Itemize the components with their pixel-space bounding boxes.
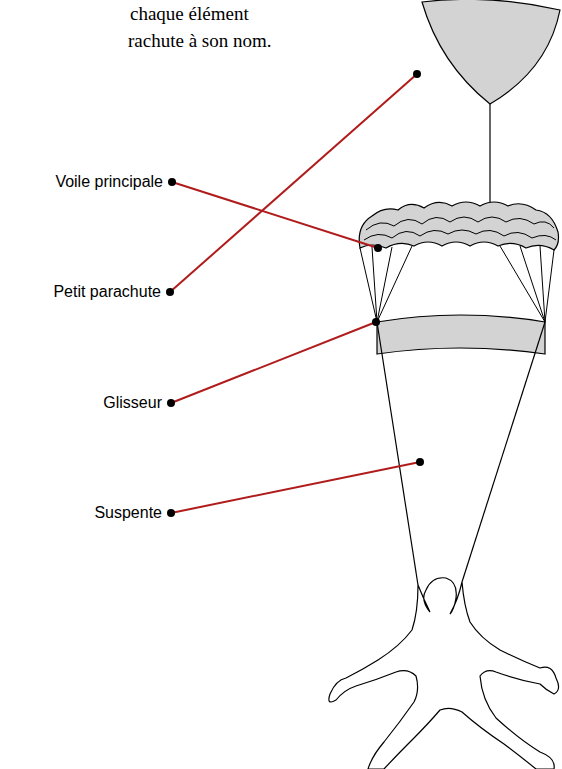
canopy-lines [360, 246, 554, 322]
part-label: Suspente [94, 504, 162, 522]
part-label: Glisseur [103, 394, 162, 412]
skydiver [329, 578, 559, 769]
canopy-fold [366, 217, 554, 230]
leader-dots [166, 70, 424, 517]
leader-lines [170, 74, 420, 513]
suspension-line [377, 322, 418, 585]
main-canopy [359, 202, 558, 250]
part-label: Petit parachute [53, 283, 161, 301]
pilot-chute [422, 0, 560, 104]
instruction-text: rachute à son nom. [128, 30, 272, 52]
bridle-line [489, 104, 490, 208]
suspension-line [462, 322, 545, 582]
instruction-text: chaque élément [130, 3, 249, 25]
canopy-fold [364, 230, 556, 240]
part-label: Voile principale [55, 173, 163, 191]
slider [377, 315, 545, 354]
